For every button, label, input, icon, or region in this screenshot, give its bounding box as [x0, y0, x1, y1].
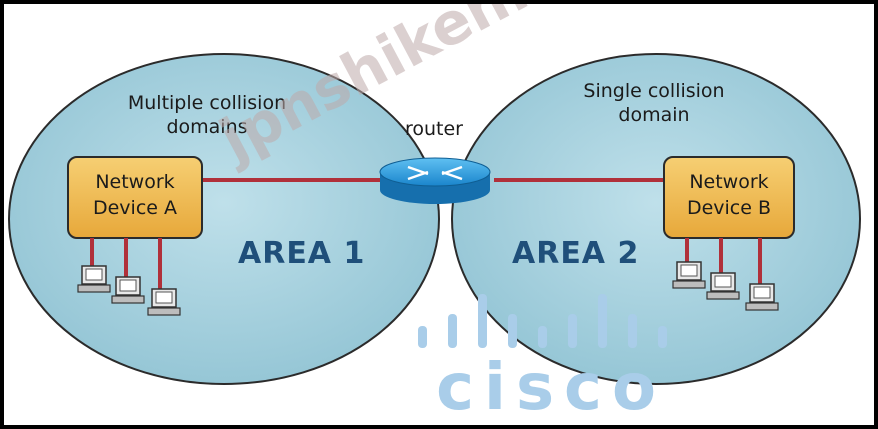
diagram-canvas: Multiple collision domains Single collis…	[4, 4, 874, 425]
device-b-label: Network Device B	[664, 169, 794, 221]
device-a-label-line2: Device A	[92, 197, 177, 219]
left-domain-label-line1: Multiple collision	[127, 92, 287, 114]
left-domain-label: Multiple collision domains	[122, 91, 292, 139]
network-diagram	[8, 53, 861, 385]
device-a-label-line1: Network	[95, 171, 175, 193]
router-label: router	[404, 118, 463, 140]
device-a-box	[67, 156, 203, 239]
pc-icon	[745, 283, 779, 311]
device-a-label: Network Device A	[68, 169, 202, 221]
pc-icon	[111, 276, 145, 304]
router-icon	[379, 157, 491, 204]
pc-icon	[147, 288, 181, 316]
pc-icon	[77, 265, 111, 293]
pc-icon	[672, 261, 706, 289]
right-domain-label: Single collision domain	[564, 79, 744, 127]
area-2-label: AREA 2	[512, 236, 640, 271]
right-domain-label-line2: domain	[618, 104, 690, 126]
right-domain-label-line1: Single collision	[583, 80, 725, 102]
cisco-logo-bars	[418, 294, 667, 348]
area-1-label: AREA 1	[238, 236, 366, 271]
left-domain-label-line2: domains	[166, 116, 248, 138]
cisco-logo-text: cisco	[436, 351, 666, 425]
device-b-box	[663, 156, 795, 239]
pc-icon	[706, 272, 740, 300]
device-b-label-line2: Device B	[686, 197, 772, 219]
device-b-label-line1: Network	[689, 171, 769, 193]
